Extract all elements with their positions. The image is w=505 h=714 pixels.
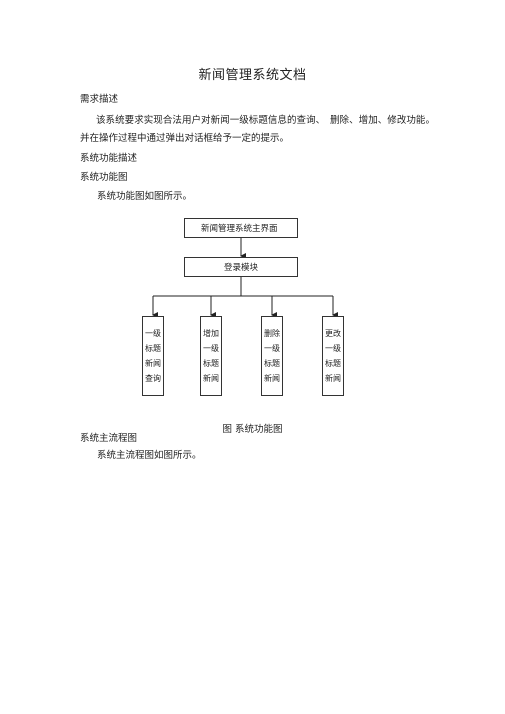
node-main-interface-label: 新闻管理系统主界面: [201, 224, 278, 234]
node-query-news: 一级标题新闻查询: [142, 316, 164, 396]
node-delete-news-label: 删除一级标题新闻: [264, 329, 280, 383]
node-add-news: 增加一级标题新闻: [200, 316, 222, 396]
node-modify-news-label: 更改一级标题新闻: [325, 329, 341, 383]
node-query-news-label: 一级标题新闻查询: [145, 329, 161, 383]
heading-function-diagram: 系统功能图: [80, 172, 128, 183]
node-delete-news: 删除一级标题新闻: [261, 316, 283, 396]
document-title: 新闻管理系统文档: [198, 68, 307, 83]
node-login-module: 登录模块: [184, 257, 298, 277]
node-login-module-label: 登录模块: [223, 263, 258, 273]
node-main-interface: 新闻管理系统主界面: [184, 218, 298, 238]
heading-requirements: 需求描述: [80, 94, 119, 105]
requirements-paragraph: 该系统要求实现合法用户对新闻一级标题信息的查询、 删除、增加、修改功能。并在操作…: [80, 115, 435, 144]
node-modify-news: 更改一级标题新闻: [322, 316, 344, 396]
main-flow-intro: 系统主流程图如图所示。: [97, 450, 202, 461]
heading-main-flow: 系统主流程图: [80, 433, 138, 444]
function-diagram-intro: 系统功能图如图所示。: [97, 191, 193, 202]
node-add-news-label: 增加一级标题新闻: [203, 329, 219, 383]
heading-function-description: 系统功能描述: [80, 153, 138, 164]
figure-caption: 图 系统功能图: [222, 424, 283, 435]
